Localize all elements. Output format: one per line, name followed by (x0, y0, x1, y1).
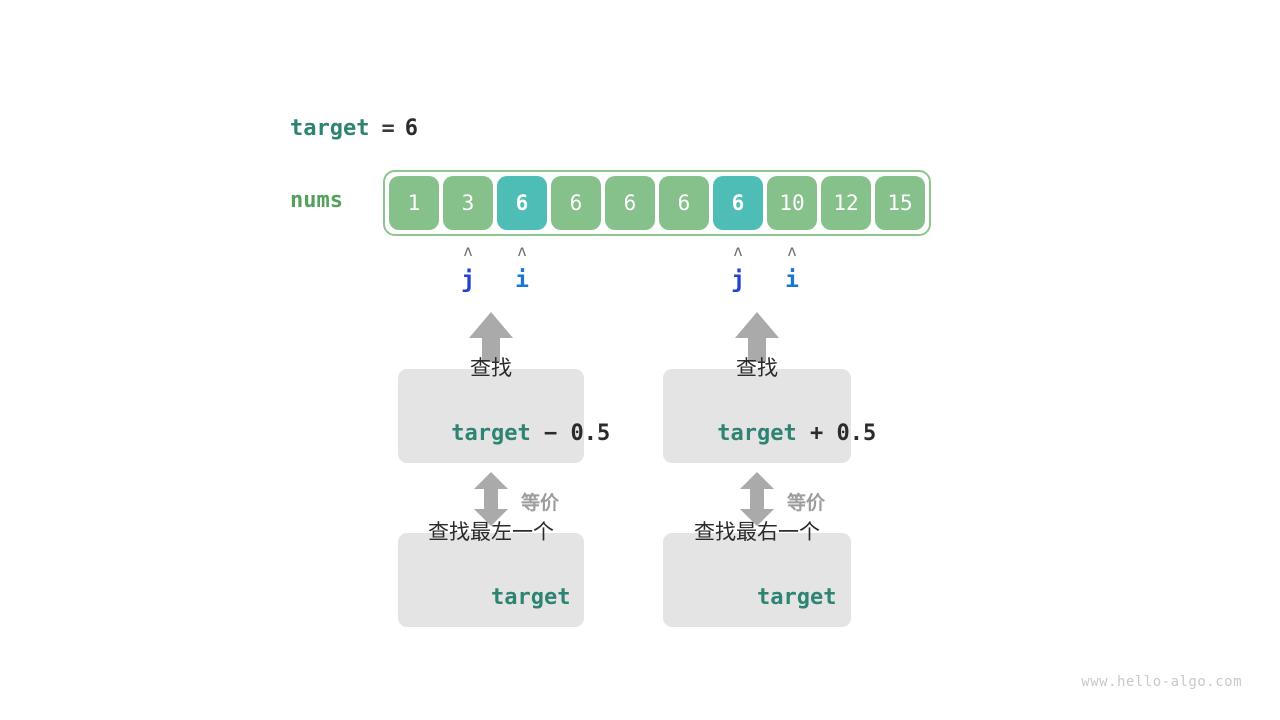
left-top-box-line2: target − 0.5 (372, 389, 610, 479)
array-cell-2: 6 (497, 176, 547, 230)
right-top-box-line1: 查找 (736, 356, 778, 380)
pointer-label: i (785, 267, 799, 293)
nums-label: nums (290, 188, 343, 213)
right-top-box-line2: target + 0.5 (638, 389, 876, 479)
target-value: 6 (404, 115, 418, 141)
right-top-box: 查找 target + 0.5 (663, 356, 876, 463)
left-top-box: 查找 target − 0.5 (398, 356, 610, 463)
array-cell-0: 1 (389, 176, 439, 230)
up-arrow-left (469, 312, 513, 362)
left-bottom-box: 查找最左一个 target (398, 520, 584, 627)
target-declaration: target = 6 (290, 112, 418, 144)
arrow-head-icon (469, 312, 513, 338)
left-bottom-box-line2: target (412, 553, 571, 643)
equivalence-label-right: 等价 (787, 492, 826, 514)
pointer-label: j (731, 267, 745, 293)
left-top-keyword: target (451, 421, 531, 446)
array-cell-3: 6 (551, 176, 601, 230)
caret-icon: ʌ (787, 242, 797, 260)
left-bottom-keyword: target (491, 585, 571, 610)
left-bottom-box-line1: 查找最左一个 (428, 520, 554, 544)
equivalence-arrow-right (740, 472, 774, 526)
left-top-box-line1: 查找 (470, 356, 512, 380)
pointer-label: j (461, 267, 475, 293)
arrow-head-down-icon (740, 509, 774, 526)
array-cell-4: 6 (605, 176, 655, 230)
arrow-shaft (748, 337, 766, 362)
up-arrow-right (735, 312, 779, 362)
array-cell-8: 12 (821, 176, 871, 230)
target-keyword: target (290, 115, 370, 141)
arrow-shaft (482, 337, 500, 362)
arrow-head-up-icon (740, 472, 774, 489)
array-cell-7: 10 (767, 176, 817, 230)
left-top-operator: − (530, 421, 571, 446)
right-bottom-keyword: target (757, 585, 837, 610)
array-cell-9: 15 (875, 176, 925, 230)
watermark: www.hello-algo.com (1081, 674, 1242, 690)
equivalence-arrow-left (474, 472, 508, 526)
right-top-operand: 0.5 (836, 421, 877, 446)
arrow-shaft (484, 488, 498, 511)
right-bottom-box-line1: 查找最右一个 (694, 520, 820, 544)
caret-icon: ʌ (733, 242, 743, 260)
right-bottom-box: 查找最右一个 target (663, 520, 851, 627)
right-top-keyword: target (717, 421, 797, 446)
pointer-label: i (515, 267, 529, 293)
arrow-head-icon (735, 312, 779, 338)
array-cell-6: 6 (713, 176, 763, 230)
right-top-operator: + (796, 421, 837, 446)
caret-icon: ʌ (517, 242, 527, 260)
left-top-operand: 0.5 (570, 421, 611, 446)
arrow-head-up-icon (474, 472, 508, 489)
arrow-head-down-icon (474, 509, 508, 526)
equivalence-label-left: 等价 (521, 492, 560, 514)
equals-sign: = (381, 115, 395, 141)
right-bottom-box-line2: target (678, 553, 837, 643)
arrow-shaft (750, 488, 764, 511)
caret-icon: ʌ (463, 242, 473, 260)
array-cell-5: 6 (659, 176, 709, 230)
array-cell-1: 3 (443, 176, 493, 230)
